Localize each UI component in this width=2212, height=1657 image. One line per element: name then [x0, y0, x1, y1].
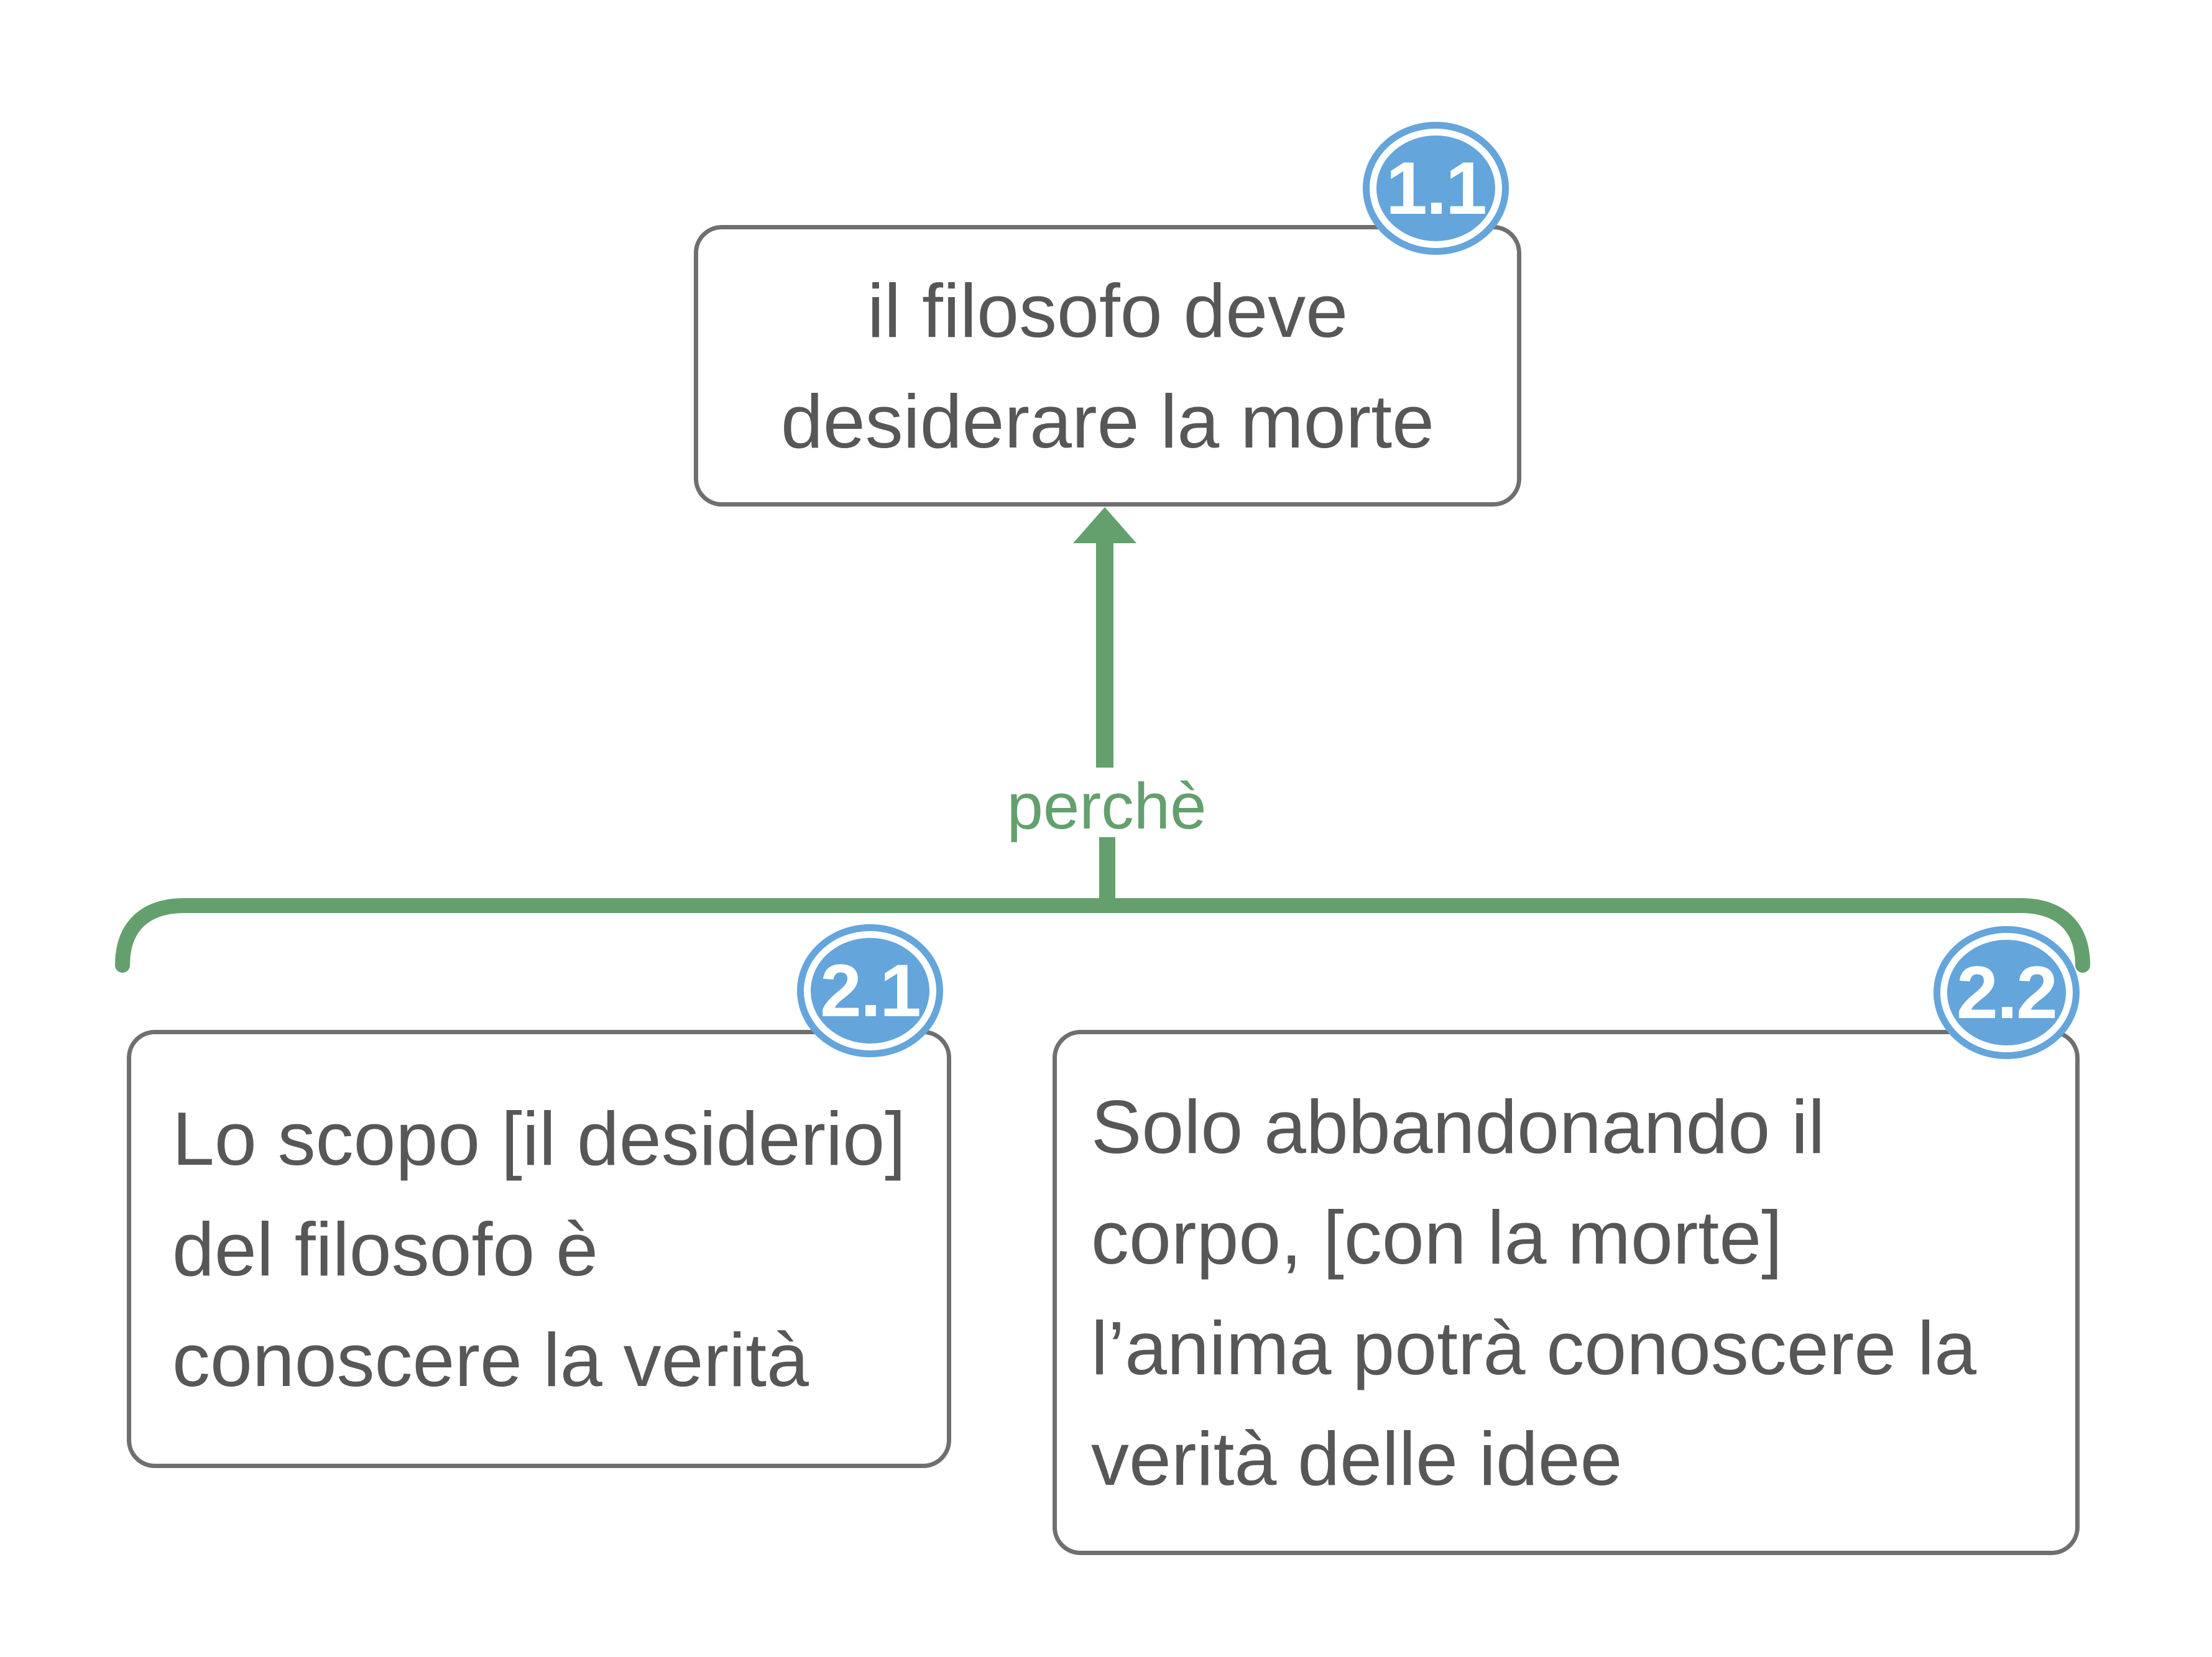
conclusion-text: il filosofo deve desiderare la morte: [780, 268, 1435, 464]
premise-1-number-badge: 2.1: [797, 924, 943, 1057]
premise-node-2[interactable]: Solo abbandonando il corpo, [con la mort…: [1053, 1030, 2080, 1555]
premise-1-text: Lo scopo [il desiderio] del filosofo è c…: [172, 1096, 906, 1402]
premises-bracket: [115, 898, 2090, 973]
premise-1-number: 2.1: [820, 949, 921, 1032]
conclusion-node[interactable]: il filosofo deve desiderare la morte: [694, 225, 1521, 507]
premise-node-1[interactable]: Lo scopo [il desiderio] del filosofo è c…: [127, 1030, 951, 1468]
conclusion-number: 1.1: [1386, 147, 1487, 230]
premise-2-number: 2.2: [1956, 951, 2058, 1034]
premise-2-text: Solo abbandonando il corpo, [con la mort…: [1091, 1084, 1977, 1501]
premise-2-number-badge: 2.2: [1933, 926, 2080, 1059]
conclusion-number-badge: 1.1: [1363, 122, 1509, 255]
arrow-up-icon: [1073, 507, 1136, 543]
connector-label: perchè: [1007, 770, 1207, 843]
